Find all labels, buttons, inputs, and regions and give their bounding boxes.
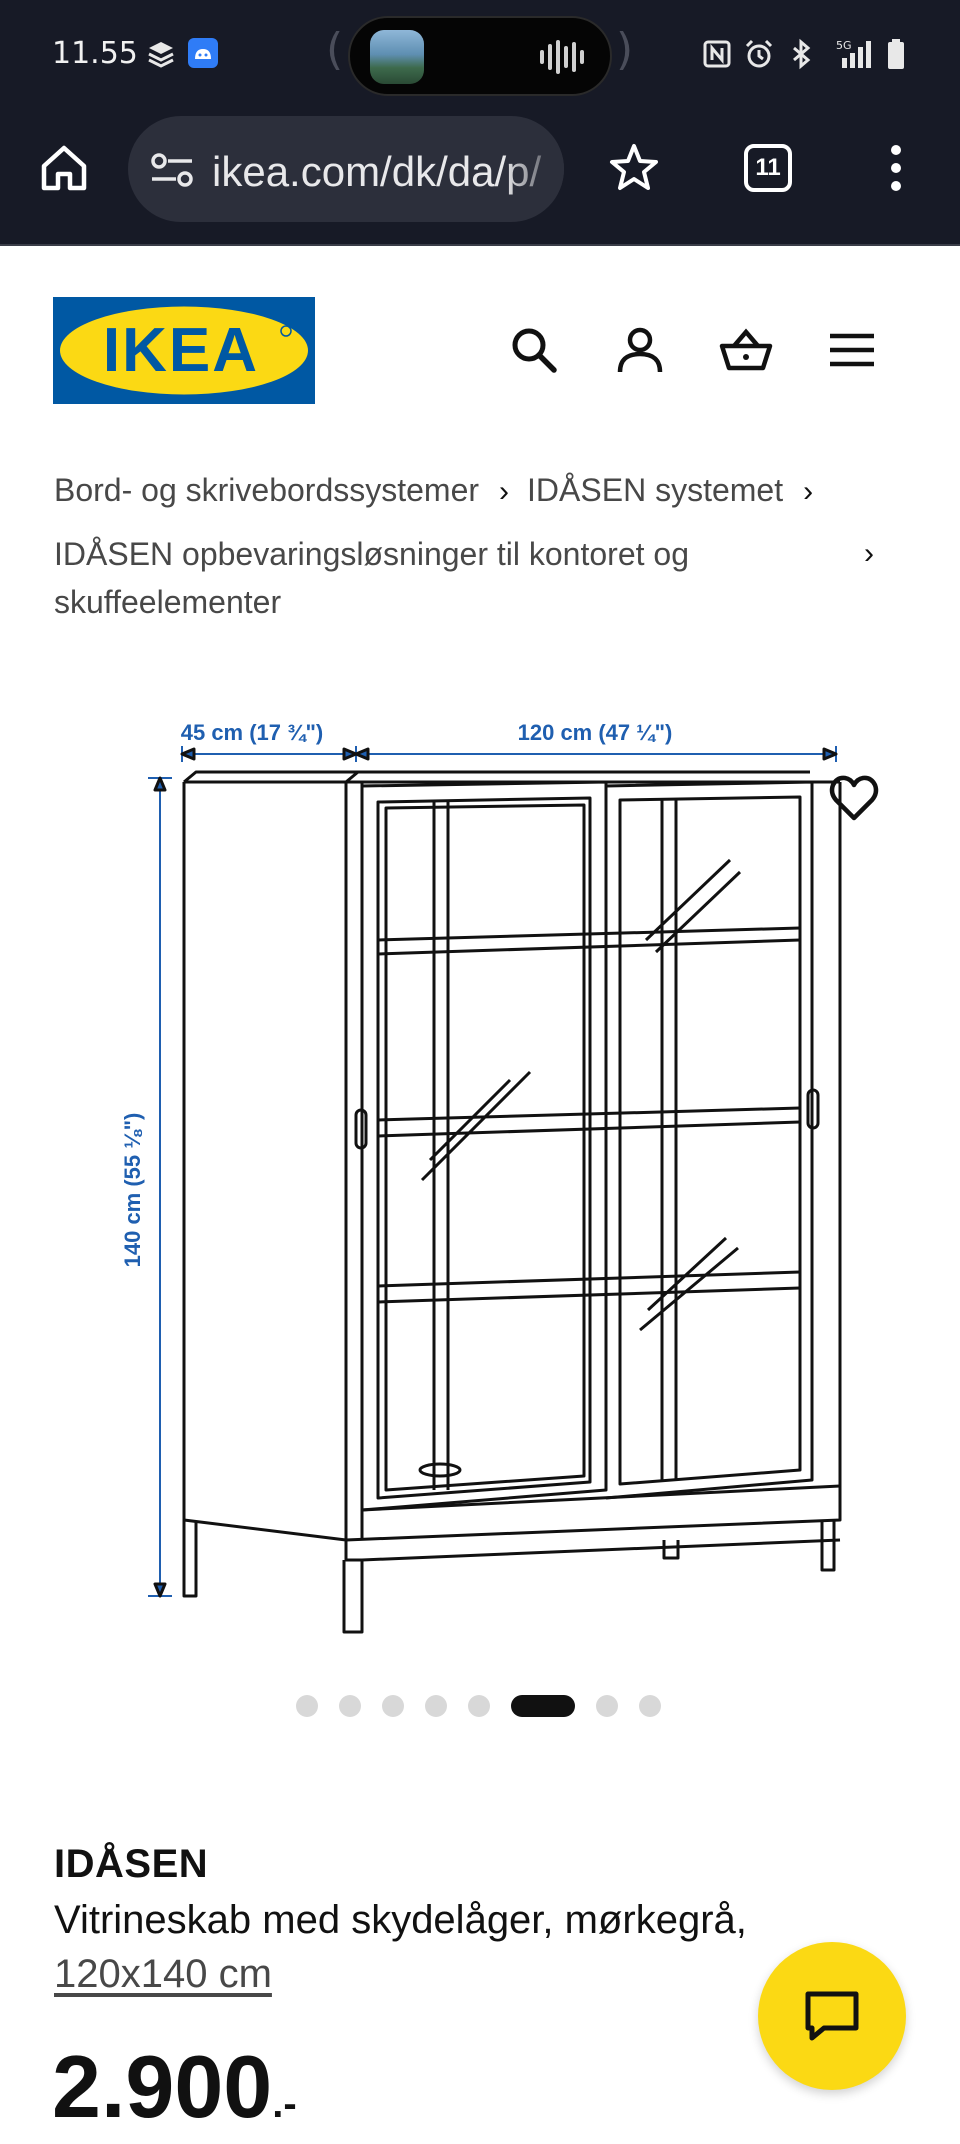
ikea-logo[interactable]: IKEA xyxy=(53,297,315,404)
svg-text:5G: 5G xyxy=(836,39,852,52)
media-thumbnail xyxy=(370,30,424,84)
media-pill[interactable] xyxy=(348,16,612,96)
product-image[interactable]: 45 cm (17 ¾") 120 cm (47 ¼") 140 cm (55 … xyxy=(100,690,860,1650)
breadcrumb-item-idasen-system[interactable]: IDÅSEN systemet xyxy=(527,472,784,508)
carousel-dot[interactable] xyxy=(596,1695,618,1717)
breadcrumb-item-desk-systems[interactable]: Bord- og skrivebordssystemer xyxy=(54,472,480,508)
dimension-height-label: 140 cm (55 ⅛") xyxy=(120,1113,145,1268)
carousel-dot[interactable] xyxy=(468,1695,490,1717)
breadcrumb-chevron-icon: › xyxy=(803,475,814,508)
android-app-icon xyxy=(188,38,218,68)
dimension-width-label: 120 cm (47 ¼") xyxy=(518,720,673,745)
product-name: IDÅSEN xyxy=(54,1842,209,1886)
chat-button[interactable] xyxy=(758,1942,906,2090)
site-settings-icon[interactable] xyxy=(150,152,194,188)
browser-toolbar: ikea.com/dk/da/p/ 11 xyxy=(0,112,960,246)
url-text[interactable]: ikea.com/dk/da/p/ xyxy=(212,148,542,195)
account-icon[interactable] xyxy=(612,322,668,378)
search-icon[interactable] xyxy=(506,322,562,378)
carousel-dot[interactable] xyxy=(339,1695,361,1717)
pill-bracket-right: ) xyxy=(616,24,634,75)
dimension-depth-label: 45 cm (17 ¾") xyxy=(181,720,324,745)
status-bar: 11.55 ( ) xyxy=(0,0,960,112)
pill-bracket-left: ( xyxy=(326,24,344,75)
status-icons: 5G xyxy=(702,36,906,72)
url-fade xyxy=(504,116,564,222)
carousel-indicators xyxy=(296,1694,661,1718)
more-options-icon[interactable] xyxy=(876,140,916,196)
svg-text:IKEA: IKEA xyxy=(103,316,259,385)
price-amount: 2.900 xyxy=(52,2037,273,2136)
breadcrumb-chevron-icon: › xyxy=(864,537,874,570)
nfc-icon xyxy=(703,40,731,68)
favorite-heart-icon[interactable] xyxy=(826,770,882,826)
bluetooth-icon xyxy=(793,38,811,70)
breadcrumb-chevron-icon: › xyxy=(499,475,510,508)
status-time: 11.55 xyxy=(52,36,138,71)
battery-icon xyxy=(888,39,904,69)
bookmark-star-icon[interactable] xyxy=(606,140,662,196)
menu-icon[interactable] xyxy=(824,322,880,378)
carousel-dot[interactable] xyxy=(425,1695,447,1717)
carousel-dot[interactable] xyxy=(382,1695,404,1717)
carousel-dot-active[interactable] xyxy=(511,1695,575,1717)
product-description: Vitrineskab med skydelåger, mørkegrå, xyxy=(54,1898,747,1942)
chat-bubble-icon xyxy=(805,1991,859,2041)
audio-wave-icon xyxy=(540,40,584,74)
tab-switcher-button[interactable]: 11 xyxy=(744,144,792,192)
address-bar[interactable]: ikea.com/dk/da/p/ xyxy=(128,116,564,222)
home-icon[interactable] xyxy=(36,140,92,196)
product-price: 2.900.- xyxy=(52,2036,297,2138)
layers-app-icon xyxy=(148,42,174,68)
5g-signal-icon: 5G xyxy=(836,39,871,68)
alarm-icon xyxy=(745,39,773,68)
carousel-dot[interactable] xyxy=(296,1695,318,1717)
price-suffix: .- xyxy=(272,2082,297,2126)
carousel-dot[interactable] xyxy=(639,1695,661,1717)
breadcrumb-item-idasen-storage[interactable]: IDÅSEN opbevaringsløsninger til kontoret… xyxy=(54,536,689,620)
product-size-link[interactable]: 120x140 cm xyxy=(54,1952,272,1996)
basket-icon[interactable] xyxy=(718,322,774,378)
